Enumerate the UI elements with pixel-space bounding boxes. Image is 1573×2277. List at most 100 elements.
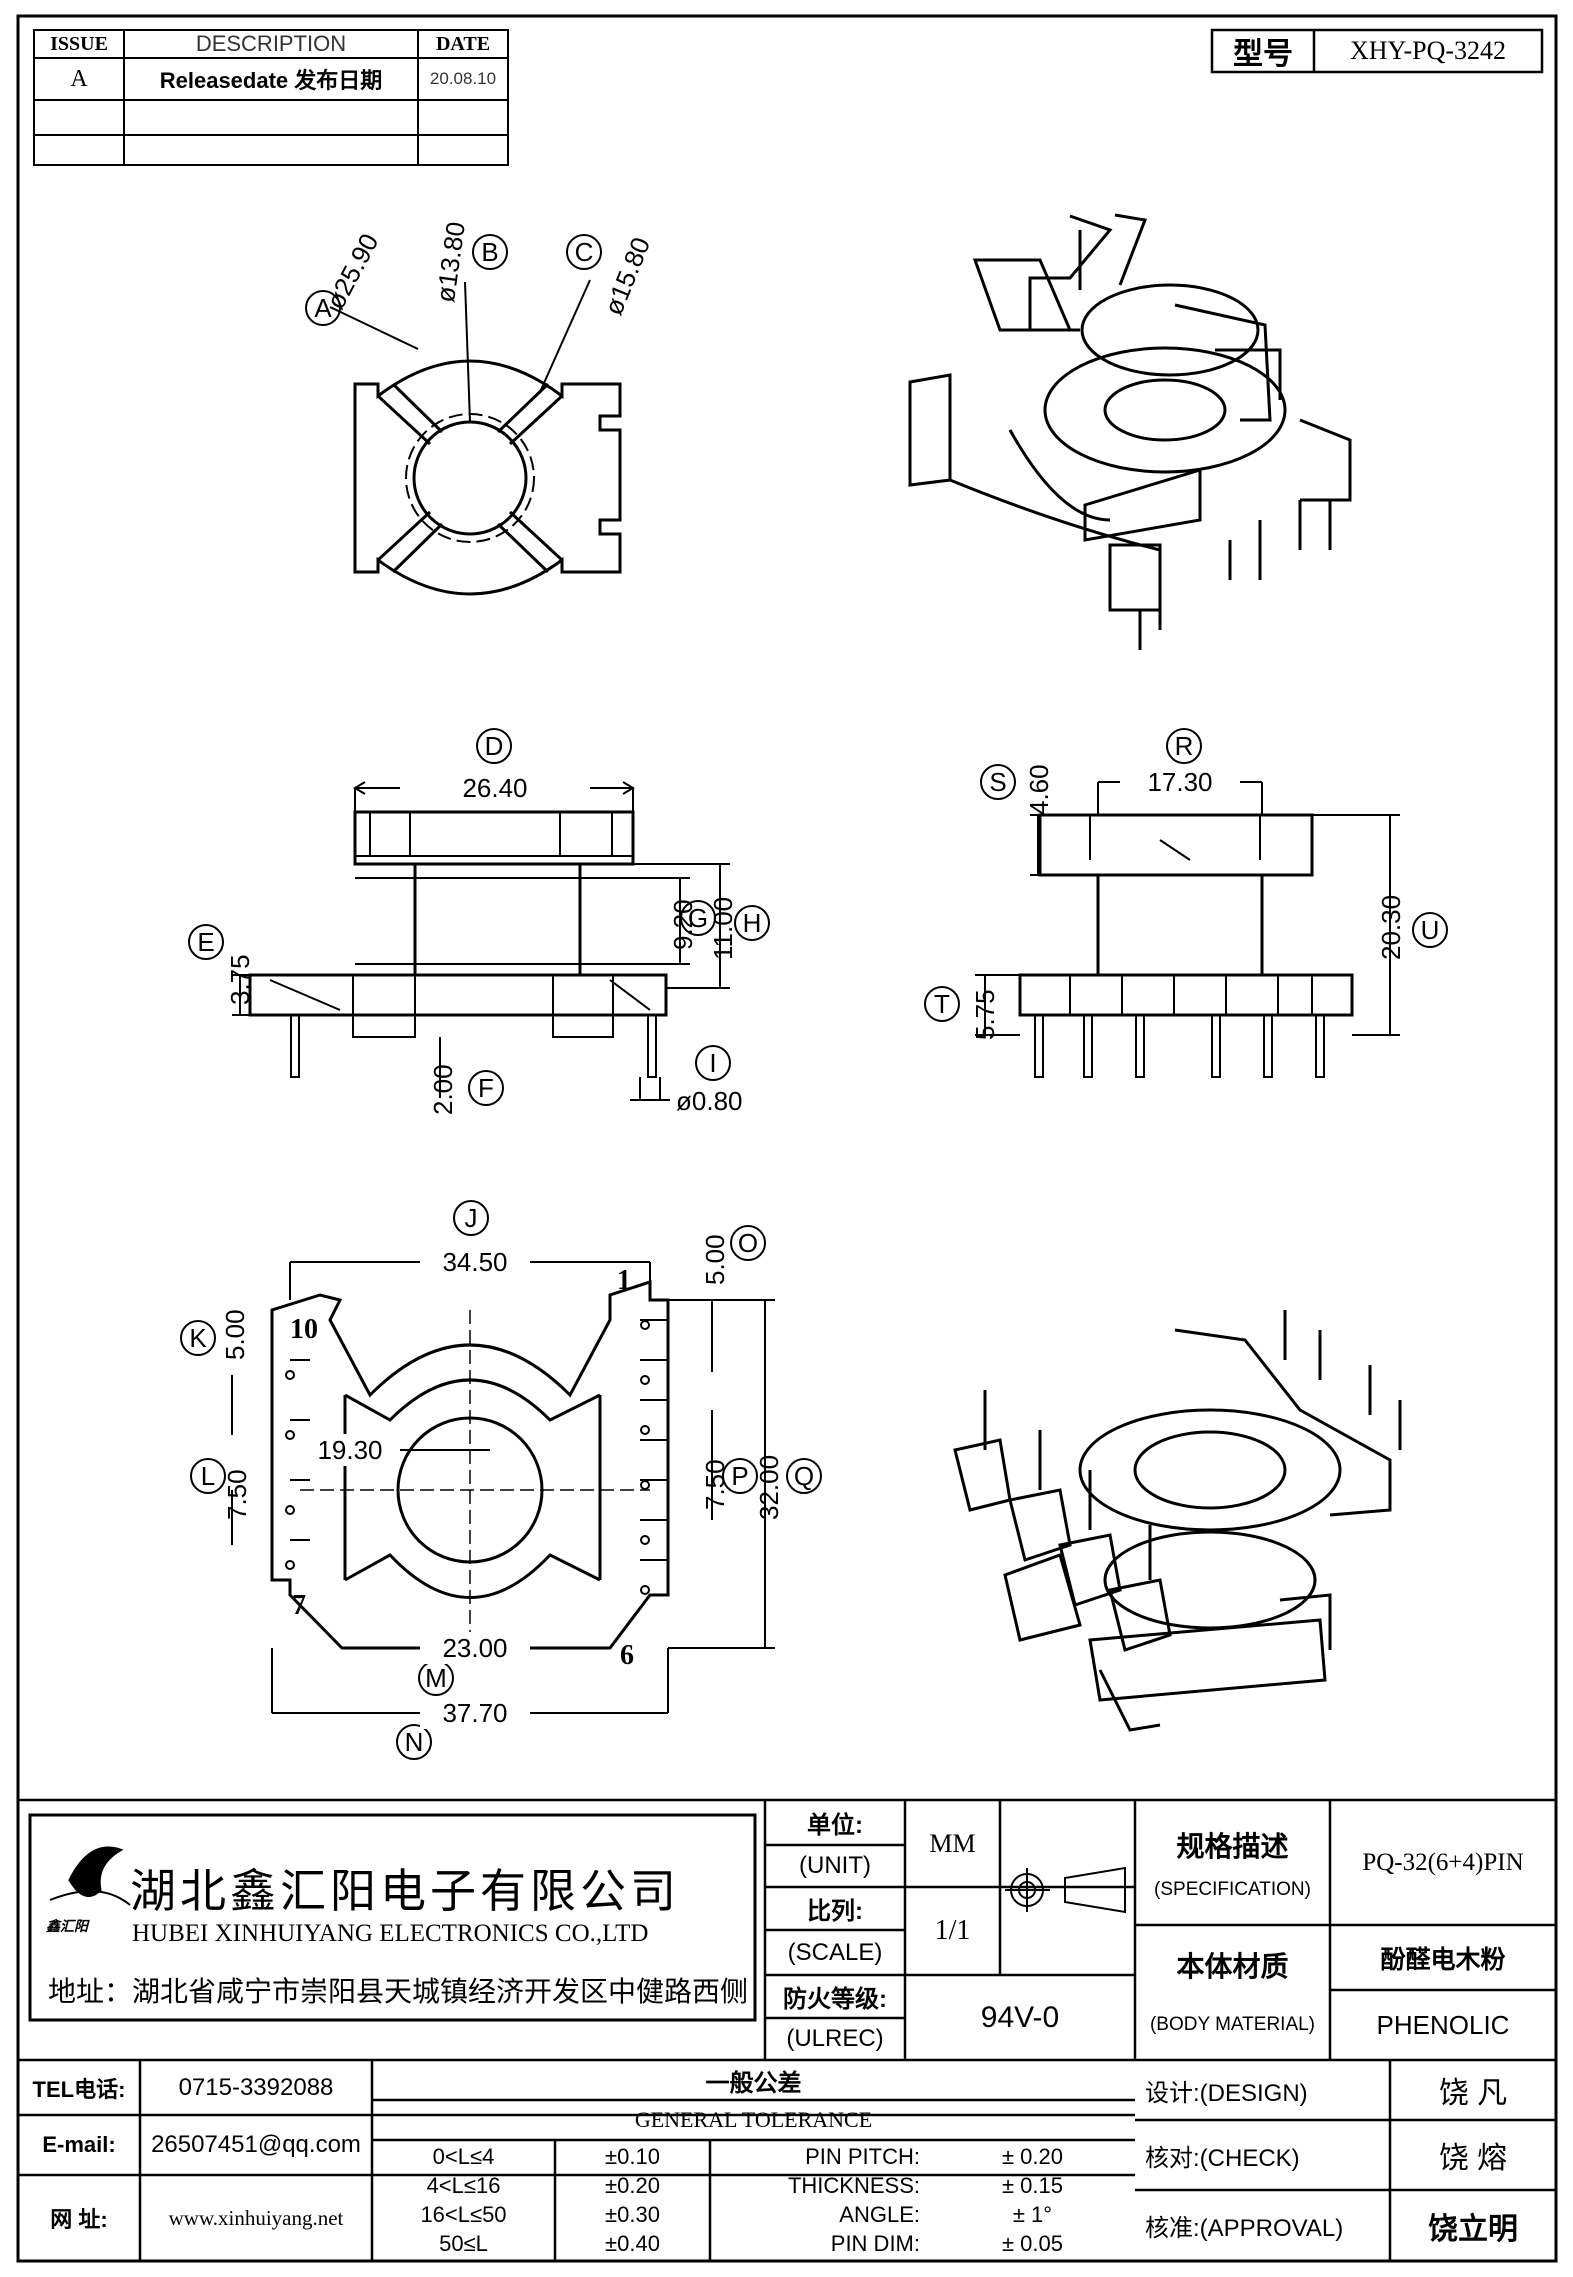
model-label: 型号	[1233, 38, 1293, 71]
title-block-grid	[18, 1798, 1556, 2261]
tol-range: 0<L≤4	[432, 2143, 495, 2169]
callout-C: C	[566, 234, 602, 270]
front-view	[248, 810, 668, 1078]
dim-N: 37.70	[420, 1697, 530, 1729]
tol-item-label: PIN PITCH:	[805, 2143, 920, 2169]
model-value: XHY-PQ-3242	[1350, 36, 1506, 65]
pin-1-label: 1	[617, 1265, 631, 1296]
dim-T: 5.75	[970, 989, 1000, 1040]
iso-view-top	[908, 213, 1352, 650]
company-name-en: HUBEI XINHUIYANG ELECTRONICS CO.,LTD	[132, 1920, 649, 1947]
tol-range: 16<L≤50	[420, 2201, 507, 2227]
callout-H: H	[734, 905, 770, 941]
callout-S: S	[980, 764, 1016, 800]
unit-label-en: (UNIT)	[799, 1852, 871, 1879]
tel-value: 0715-3392088	[178, 2073, 334, 2101]
callout-F: F	[468, 1070, 504, 1106]
approve-name: 饶立明	[1428, 2212, 1518, 2246]
dim-Q: 32.00	[754, 1454, 784, 1520]
tol-value: ±0.30	[605, 2201, 660, 2227]
rev-header-date: DATE	[435, 32, 491, 55]
tolerance-title-en: GENERAL TOLERANCE	[634, 2107, 873, 2132]
callout-L: L	[190, 1458, 226, 1494]
unit-label-cn: 单位:	[807, 1812, 863, 1839]
tel-label: TEL电话:	[32, 2076, 126, 2102]
callout-U: U	[1412, 912, 1448, 948]
tol-value: ±0.20	[605, 2172, 660, 2198]
callout-M: M	[418, 1660, 454, 1696]
callout-J: J	[453, 1200, 489, 1236]
check-name: 饶 熔	[1438, 2142, 1508, 2175]
callout-N: N	[396, 1724, 432, 1760]
dim-F: 2.00	[428, 1064, 458, 1115]
callout-E: E	[188, 924, 224, 960]
callout-G: G	[680, 900, 716, 936]
callout-B: B	[472, 234, 508, 270]
dim-I: ø0.80	[676, 1086, 743, 1116]
fire-label-en: (ULREC)	[786, 2025, 884, 2052]
check-label: 核对:(CHECK)	[1145, 2144, 1300, 2172]
tol-item-label: ANGLE:	[839, 2201, 920, 2227]
dim-O: 5.00	[700, 1234, 730, 1285]
callout-A: A	[305, 290, 341, 326]
callout-T: T	[924, 986, 960, 1022]
callout-K: K	[180, 1320, 216, 1356]
rev-header-issue: ISSUE	[50, 32, 108, 55]
rev-row-description: Releasedate 发布日期	[159, 68, 383, 93]
dim-center: 19.30	[300, 1434, 400, 1466]
tol-item-label: THICKNESS:	[787, 2172, 920, 2198]
email-value[interactable]: 26507451@qq.com	[151, 2131, 361, 2158]
tol-item-value: ± 0.05	[1001, 2230, 1063, 2256]
tol-item-value: ± 0.15	[1001, 2172, 1063, 2198]
logo-text: 鑫汇阳	[46, 1918, 88, 1934]
material-label-en: (BODY MATERIAL)	[1149, 2014, 1316, 2035]
scale-label-cn: 比列:	[807, 1898, 863, 1925]
callout-I: I	[695, 1045, 731, 1081]
material-value-en: PHENOLIC	[1376, 2009, 1510, 2040]
pin-10-label: 10	[290, 1314, 318, 1345]
material-value-cn: 酚醛电木粉	[1380, 1945, 1506, 1974]
dim-P: 7.50	[700, 1459, 730, 1510]
dim-L: 7.50	[222, 1469, 252, 1520]
revision-table-grid	[33, 29, 509, 166]
rev-row-date: 20.08.10	[429, 69, 497, 88]
unit-value: MM	[929, 1828, 976, 1858]
company-name-cn: 湖北鑫汇阳电子有限公司	[130, 1865, 680, 1917]
tol-value: ±0.10	[605, 2143, 660, 2169]
callout-Q: Q	[786, 1458, 822, 1494]
fire-label-cn: 防火等级:	[783, 1986, 887, 2013]
rev-header-description: DESCRIPTION	[195, 31, 347, 56]
spec-value: PQ-32(6+4)PIN	[1362, 1848, 1524, 1876]
side-view	[1018, 813, 1354, 1078]
dim-K: 5.00	[220, 1309, 250, 1360]
callout-R: R	[1166, 728, 1202, 764]
dim-D: 26.40	[400, 772, 590, 804]
dim-R: 17.30	[1120, 766, 1240, 798]
pin-6-label: 6	[620, 1640, 634, 1671]
fire-value: 94V-0	[980, 2000, 1060, 2034]
company-address: 地址：湖北省咸宁市崇阳县天城镇经济开发区中健路西侧	[48, 1976, 749, 2007]
top-view	[353, 359, 622, 596]
dim-S: 4.60	[1024, 764, 1054, 815]
dim-M: 23.00	[420, 1632, 530, 1664]
dim-E: 3.75	[225, 954, 255, 1005]
spec-label-en: (SPECIFICATION)	[1154, 1879, 1311, 1900]
tol-item-label: PIN DIM:	[830, 2230, 920, 2256]
tol-item-value: ± 1°	[1012, 2201, 1053, 2227]
dim-J: 34.50	[420, 1246, 530, 1278]
tol-range: 50≤L	[439, 2230, 488, 2256]
pin-7-label: 7	[292, 1590, 306, 1621]
sheet-border	[16, 14, 1558, 2263]
callout-P: P	[722, 1458, 758, 1494]
approve-label: 核准:(APPROVAL)	[1145, 2215, 1344, 2242]
callout-D: D	[476, 728, 512, 764]
design-label: 设计:(DESIGN)	[1145, 2079, 1308, 2107]
tolerance-title-cn: 一般公差	[705, 2069, 802, 2097]
material-label-cn: 本体材质	[1176, 1951, 1289, 1982]
callout-O: O	[730, 1225, 766, 1261]
scale-value: 1/1	[934, 1915, 971, 1946]
web-value[interactable]: www.xinhuiyang.net	[168, 2205, 344, 2230]
company-logo	[49, 1846, 131, 1906]
web-label: 网 址:	[50, 2207, 108, 2232]
